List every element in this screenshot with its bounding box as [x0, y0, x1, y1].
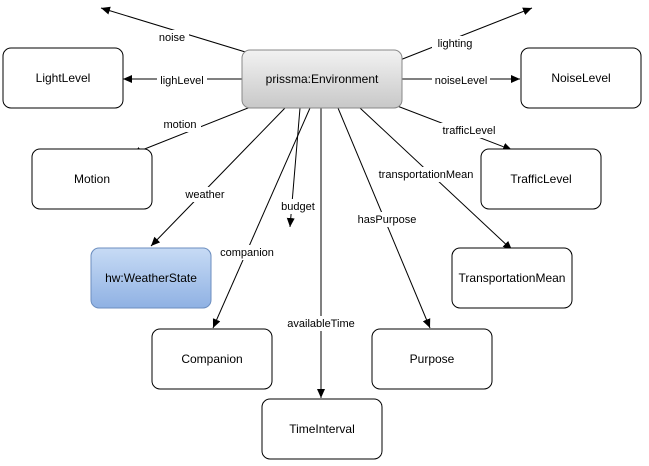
edge-label-transportationmean-text: transportationMean [379, 169, 474, 181]
node-lightlevel[interactable]: LightLevel [2, 47, 124, 109]
node-purpose[interactable]: Purpose [371, 328, 493, 390]
edge-label-companion: companion [214, 245, 280, 260]
node-label: hw:WeatherState [105, 271, 197, 285]
edge-label-lighlevel: lighLevel [157, 73, 207, 88]
node-timeinterval[interactable]: TimeInterval [261, 398, 383, 460]
nodes: prissma:Environment LightLevel NoiseLeve… [2, 47, 642, 460]
edge-label-lighting: lighting [432, 36, 478, 51]
edge-label-noise: noise [155, 30, 189, 45]
edge-label-noise-text: noise [159, 32, 185, 44]
edge-label-noiselevel-text: noiseLevel [435, 75, 488, 87]
edge-label-weather: weather [180, 187, 230, 202]
edge-label-budget-text: budget [281, 201, 315, 213]
node-companion[interactable]: Companion [151, 328, 273, 390]
edge-label-companion-text: companion [220, 247, 274, 259]
node-label: Motion [74, 172, 110, 186]
edge-label-availabletime-text: availableTime [287, 318, 354, 330]
node-label: Companion [181, 352, 242, 366]
edge-label-trafficlevel-text: trafficLevel [443, 125, 496, 137]
edge-label-transportationmean: transportationMean [371, 167, 481, 182]
node-label: Purpose [410, 352, 455, 366]
node-label: TimeInterval [289, 422, 355, 436]
node-motion[interactable]: Motion [31, 148, 153, 210]
edge-label-haspurpose: hasPurpose [354, 212, 420, 227]
edge-labels: noise lighting lighLevel noiseLevel moti… [155, 30, 498, 331]
node-label: NoiseLevel [551, 71, 610, 85]
edge-lighting [399, 7, 533, 61]
node-label: TrafficLevel [510, 172, 571, 186]
edge-label-motion: motion [159, 117, 201, 132]
node-noiselevel[interactable]: NoiseLevel [520, 47, 642, 109]
edge-weather [150, 107, 286, 247]
node-label: prissma:Environment [266, 72, 379, 86]
node-trafficlevel[interactable]: TrafficLevel [480, 148, 602, 210]
node-hw-weatherstate[interactable]: hw:WeatherState [90, 247, 212, 309]
edge-label-availabletime: availableTime [279, 316, 363, 331]
edge-label-trafficlevel: trafficLevel [440, 123, 498, 138]
node-transportationmean[interactable]: TransportationMean [451, 247, 573, 309]
edge-label-lighlevel-text: lighLevel [160, 75, 203, 87]
edge-label-weather-text: weather [184, 189, 224, 201]
node-prissma-environment[interactable]: prissma:Environment [241, 49, 403, 109]
node-label: LightLevel [36, 71, 91, 85]
edge-label-noiselevel: noiseLevel [432, 73, 490, 88]
edge-label-motion-text: motion [163, 119, 196, 131]
edge-label-haspurpose-text: hasPurpose [358, 214, 417, 226]
edge-label-budget: budget [276, 199, 320, 214]
edge-companion [212, 107, 311, 329]
node-label: TransportationMean [459, 271, 566, 285]
edge-label-lighting-text: lighting [438, 38, 473, 50]
